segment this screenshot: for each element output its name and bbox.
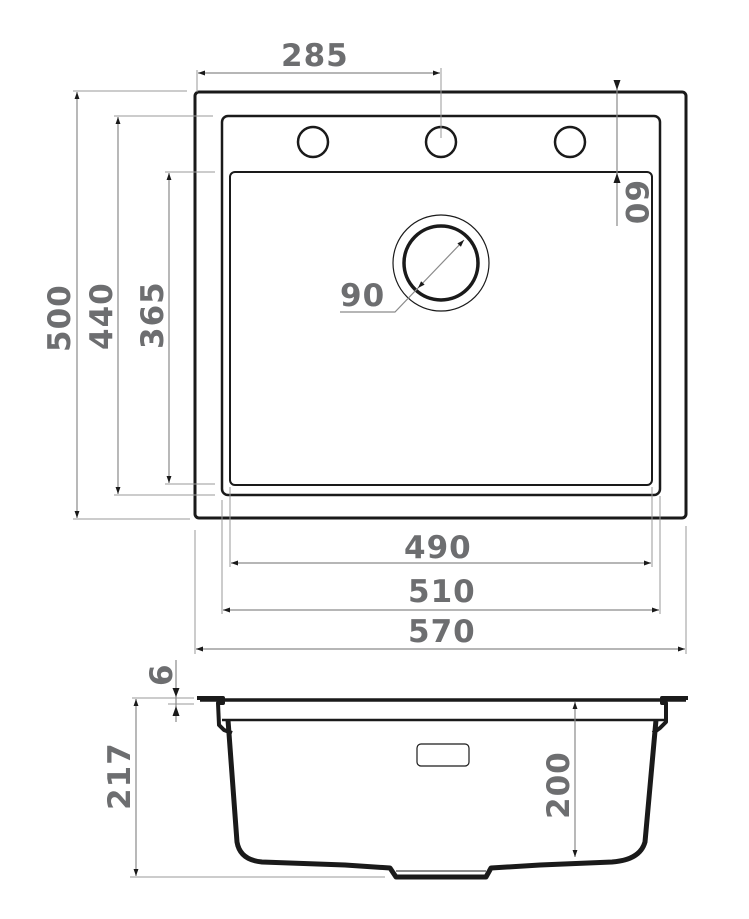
tap-hole-left: [296, 125, 330, 159]
top-view: 90 285 60 500 440 365: [42, 38, 688, 654]
drain-diameter-line: [417, 239, 465, 289]
dim-total-height: 217: [102, 742, 138, 810]
dim-rim-to-bowl: 60: [618, 180, 654, 225]
dim-overall-width: 570: [408, 614, 476, 650]
drain-hole: [402, 224, 480, 302]
dim-rim-thickness: 6: [144, 663, 180, 686]
dim-drain-diameter: 90: [340, 278, 385, 314]
dim-tap-hole-offset: 285: [281, 38, 349, 74]
drain-outer-ring: [392, 214, 490, 312]
dim-bowl-width: 490: [404, 530, 472, 566]
drain-leader: [340, 287, 419, 313]
side-view: 6 217 200: [102, 660, 688, 880]
bowl-profile: [225, 719, 659, 880]
dim-bowl-height: 200: [541, 751, 577, 819]
right-flange: [651, 696, 688, 735]
overflow-slot: [416, 743, 470, 767]
dim-bowl-depth: 365: [135, 281, 171, 349]
left-flange: [197, 696, 233, 735]
tap-hole-right: [553, 125, 587, 159]
dim-inner-width: 510: [408, 574, 476, 610]
bowl-outline: [229, 171, 653, 486]
dim-inner-depth: 440: [84, 282, 120, 350]
dim-overall-depth: 500: [42, 284, 78, 352]
